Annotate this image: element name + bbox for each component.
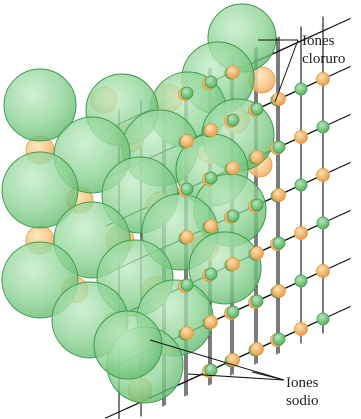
space-filling-ions (2, 4, 276, 403)
sodium-ions-label: Iones sodio (286, 374, 319, 410)
sodium-lattice-point (317, 73, 330, 86)
sodium-lattice-point (205, 316, 218, 329)
chloride-lattice-point (205, 268, 217, 280)
sodium-lattice-point (295, 131, 308, 144)
sodium-lattice-point (227, 66, 240, 79)
chloride-lattice-point (205, 76, 217, 88)
sodium-lattice-point (205, 124, 218, 137)
chloride-ions-label: Iones cloruro (302, 32, 345, 68)
sodium-lattice-point (251, 343, 264, 356)
chloride-lattice-point (295, 179, 307, 191)
sodium-label-line1: Iones (286, 374, 319, 392)
chloride-lattice-point (251, 295, 263, 307)
chloride-lattice-point (317, 217, 329, 229)
sodium-lattice-point (295, 323, 308, 336)
sodium-lattice-point (251, 247, 264, 260)
chloride-lattice-point (227, 306, 239, 318)
chloride-ion-sphere (94, 311, 162, 379)
sodium-lattice-point (317, 169, 330, 182)
chloride-lattice-point (227, 210, 239, 222)
chloride-lattice-point (205, 172, 217, 184)
sodium-lattice-point (181, 231, 194, 244)
chloride-lattice-point (295, 275, 307, 287)
chloride-lattice-point (205, 364, 217, 376)
chloride-lattice-point (273, 141, 285, 153)
sodium-lattice-point (251, 151, 264, 164)
chloride-lattice-point (181, 183, 193, 195)
sodium-lattice-point (227, 162, 240, 175)
chloride-label-line2: cloruro (302, 50, 345, 68)
chloride-lattice-point (317, 313, 329, 325)
chloride-label-line1: Iones (302, 32, 345, 50)
chloride-lattice-point (273, 333, 285, 345)
sodium-lattice-point (273, 93, 286, 106)
sodium-lattice-point (205, 220, 218, 233)
chloride-lattice-point (227, 114, 239, 126)
chloride-lattice-point (251, 199, 263, 211)
sodium-label-line2: sodio (286, 392, 319, 410)
sodium-lattice-point (227, 258, 240, 271)
chloride-lattice-point (181, 279, 193, 291)
chloride-lattice-point (251, 103, 263, 115)
chloride-lattice-point (295, 83, 307, 95)
sodium-lattice-point (317, 265, 330, 278)
sodium-lattice-point (181, 135, 194, 148)
sodium-lattice-point (273, 285, 286, 298)
chloride-lattice-point (181, 87, 193, 99)
leader-sodium (188, 374, 284, 380)
sodium-lattice-point (295, 227, 308, 240)
sodium-lattice-point (181, 327, 194, 340)
chloride-lattice-point (317, 121, 329, 133)
chloride-lattice-point (273, 237, 285, 249)
sodium-lattice-point (273, 189, 286, 202)
